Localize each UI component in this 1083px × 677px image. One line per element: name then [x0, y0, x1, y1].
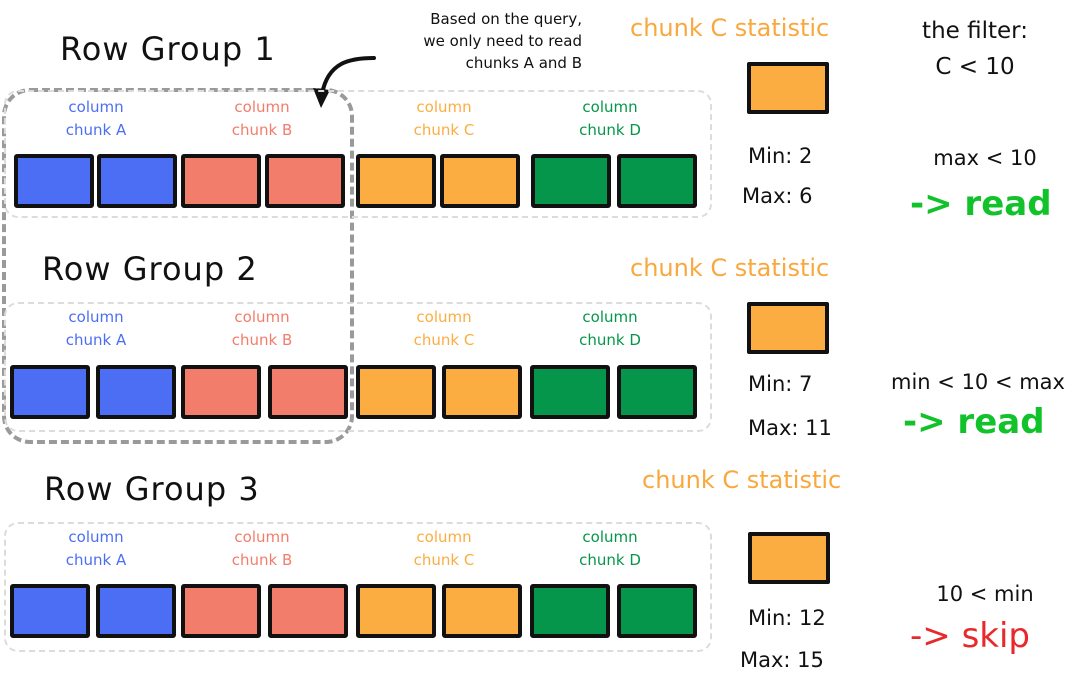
rg3-stat-swatch [748, 532, 830, 584]
rg1-chunk-a-page-2 [97, 154, 177, 208]
rg2-stat-max: Max: 11 [748, 416, 832, 440]
rg1-stat-title: chunk C statistic [630, 14, 830, 42]
rg1-verdict: -> read [910, 184, 1052, 224]
rg3-stat-title: chunk C statistic [642, 466, 842, 494]
rg1-chunk-b-page-1 [181, 154, 261, 208]
rg2-condition: min < 10 < max [891, 370, 1065, 394]
row-group-1-box [4, 90, 712, 218]
rg1-condition: max < 10 [933, 146, 1037, 170]
rg3-chunk-c-page-2 [442, 584, 522, 638]
rg3-chunk-a-page-2 [96, 584, 176, 638]
rg1-chunk-d-page-1 [531, 154, 611, 208]
rg1-stat-min: Min: 2 [748, 144, 813, 168]
rg2-stat-swatch [747, 302, 829, 354]
rg2-chunk-b-page-2 [268, 365, 348, 419]
rg2-chunk-d-page-1 [530, 365, 610, 419]
rg1-chunk-d-page-2 [617, 154, 697, 208]
rg3-chunk-b-page-1 [181, 584, 261, 638]
annotation-line-2: we only need to read [423, 32, 582, 50]
rg2-chunk-c-page-1 [356, 365, 436, 419]
rg2-chunk-d-page-2 [617, 365, 697, 419]
rg3-chunk-d-page-2 [617, 584, 697, 638]
rg2-chunk-a-page-1 [10, 365, 90, 419]
rg3-condition: 10 < min [936, 582, 1034, 606]
filter-title: the filter: [922, 18, 1028, 44]
row-group-3-box [4, 522, 712, 652]
annotation-note: Based on the query, we only need to read… [360, 8, 582, 74]
rg3-chunk-c-page-1 [356, 584, 436, 638]
annotation-line-1: Based on the query, [430, 10, 582, 28]
rg1-chunk-c-page-2 [440, 154, 520, 208]
row-group-1-title: Row Group 1 [60, 30, 276, 68]
rg3-chunk-b-page-2 [268, 584, 348, 638]
rg3-verdict: -> skip [910, 616, 1030, 656]
rg2-chunk-a-page-2 [96, 365, 176, 419]
rg3-stat-min: Min: 12 [748, 606, 826, 630]
annotation-line-3: chunks A and B [465, 54, 582, 72]
row-group-3-title: Row Group 3 [44, 470, 260, 508]
rg1-stat-swatch [747, 62, 829, 114]
row-group-2-title: Row Group 2 [42, 250, 258, 288]
rg1-chunk-b-page-2 [265, 154, 345, 208]
rg3-chunk-d-page-1 [530, 584, 610, 638]
rg1-chunk-c-page-1 [356, 154, 436, 208]
rg1-stat-max: Max: 6 [742, 184, 813, 208]
rg2-chunk-c-page-2 [442, 365, 522, 419]
rg2-chunk-b-page-1 [181, 365, 261, 419]
rg3-stat-max: Max: 15 [740, 648, 824, 672]
rg2-verdict: -> read [903, 402, 1045, 442]
filter-expression: C < 10 [935, 54, 1015, 80]
rg3-chunk-a-page-1 [10, 584, 90, 638]
rg2-stat-title: chunk C statistic [630, 254, 830, 282]
rg2-stat-min: Min: 7 [748, 372, 813, 396]
curved-arrow-icon [313, 56, 376, 108]
row-group-2-box [4, 302, 712, 432]
rg1-chunk-a-page-1 [14, 154, 94, 208]
